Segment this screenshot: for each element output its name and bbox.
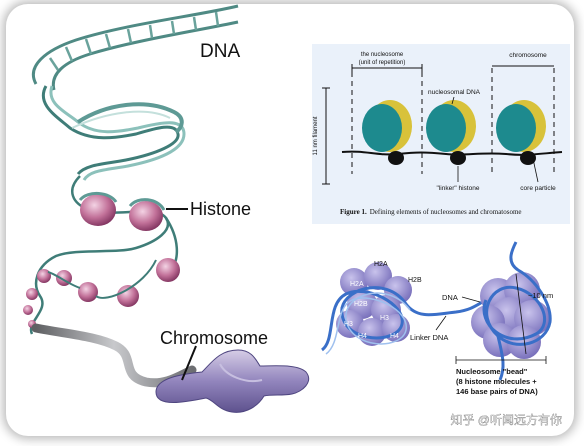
bead-label-line3: 146 base pairs of DNA) [456,387,538,396]
figure1-header-right: chromosome [509,52,547,59]
h4-left-label: H4 [358,333,367,340]
h2b-right-label: H2B [408,277,422,284]
chromosome-label: Chromosome [160,328,268,348]
h2a-left-label: H2A [350,281,364,288]
h4-right-label: H4 [390,333,399,340]
dna-double-helix [43,86,184,180]
linker-dna-label: Linker DNA [410,333,448,342]
histone-octamer-right [471,272,550,359]
figure1-caption-text: Defining elements of nucleosomes and chr… [370,208,522,216]
watermark: 知乎 @听闻远方有你 [450,412,562,427]
figure1-header-left-2: (unit of repetition) [359,60,406,66]
size-label: ~10 nm [528,291,553,300]
bead-label-line1: Nucleosome "bead" [456,367,528,376]
h3-left-label: H3 [344,321,353,328]
figure1-panel: the nucleosome (unit of repetition) chro… [312,44,570,224]
h2a-top-label: H2A [374,261,388,268]
chromosome [156,350,309,412]
figure1-header-left-1: the nucleosome [361,52,404,58]
histone-label: Histone [190,199,251,219]
figure1-linker-histone-label: "linker" histone [437,185,480,192]
figure1-axis-label: 11 nm filament [313,116,319,155]
dna-label: DNA [200,41,240,62]
histone-beads-small [23,258,180,328]
dna-label-right: DNA [442,293,458,302]
figure1-core-particle-label: core particle [520,185,556,192]
figure1-nucleosomal-dna-label: nucleosomal DNA [428,89,481,96]
figure1-caption-prefix: Figure 1. [340,208,367,216]
h2b-left-label: H2B [354,301,368,308]
nucleosome-illustration: H2A H2B H3 H3 H4 H4 H2A H2B DNA ~10 nm L… [322,242,553,396]
bead-label-line2: (8 histone molecules + [456,377,537,386]
chromatin-diagram: DNA Histone Chromosome the nucleosome (u… [6,4,574,436]
h3-right-label: H3 [380,315,389,322]
slide-frame: DNA Histone Chromosome the nucleosome (u… [6,4,574,436]
